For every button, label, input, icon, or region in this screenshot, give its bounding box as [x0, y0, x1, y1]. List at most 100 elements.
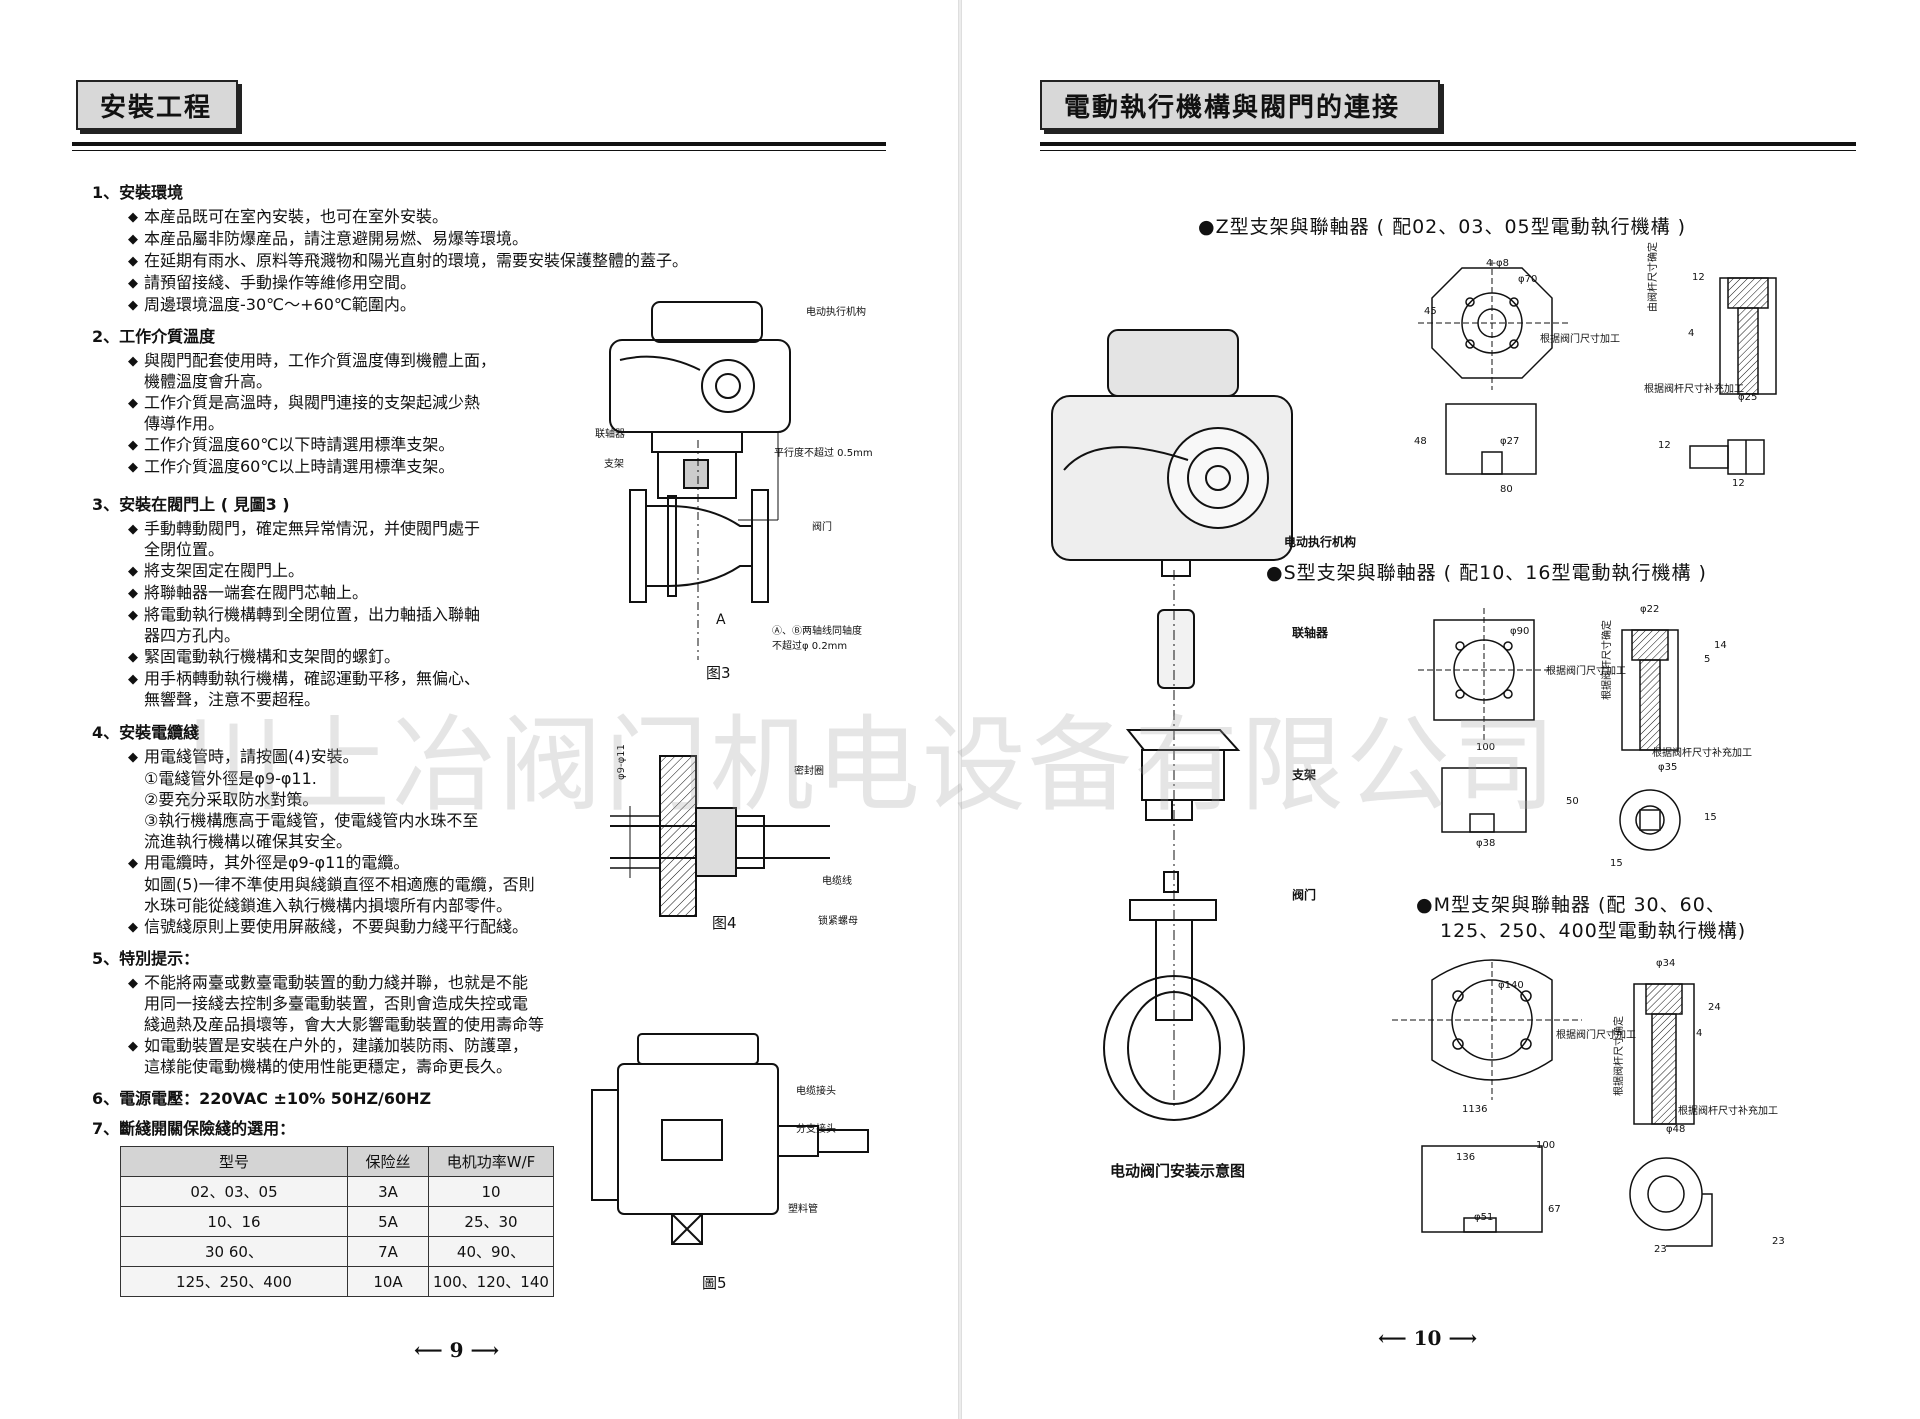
sub-item: ②要充分采取防水對策。	[144, 790, 319, 809]
list-item: ◆請預留接綫、手動操作等維修用空間。	[128, 273, 417, 292]
table-header-row: 型号 保险丝 电机功率W/F	[120, 1146, 554, 1177]
figure-5-diagram	[591, 1033, 869, 1245]
fig3-parallel-label: 平行度不超过 0.5mm	[774, 448, 873, 459]
list-item: ◆周邊環境溫度-30℃～+60℃範圍内。	[128, 295, 416, 314]
sub-item: ①電綫管外徑是φ9-φ11.	[144, 769, 317, 788]
column-header: 保险丝	[347, 1146, 429, 1177]
m-height-67: 67	[1548, 1204, 1561, 1215]
sub-item: ③執行機構應高于電綫管，使電綫管内水珠不至 流進執行機構以確保其安全。	[144, 811, 479, 851]
fig3-coupling-label: 联轴器	[595, 429, 625, 440]
z-bracket-drawing	[1418, 260, 1777, 475]
z-holes-label: 4-φ8	[1486, 258, 1509, 269]
list-item: ◆不能將兩臺或數臺電動裝置的動力綫并聯，也就是不能 用同一接綫去控制多臺電動裝置…	[128, 973, 545, 1034]
m-width-label: 1136	[1462, 1104, 1488, 1115]
s-dim-5: 5	[1704, 654, 1711, 665]
page-title: 電動執行機構與閥門的連接	[1040, 80, 1440, 130]
s-side-note: 根据阀杆尺寸确定	[1602, 620, 1613, 700]
column-header: 电机功率W/F	[428, 1146, 554, 1177]
z-shaft-note: 根据阀杆尺寸补充加工	[1644, 384, 1744, 395]
fig3-actuator-label: 电动执行机构	[806, 307, 866, 318]
section-medium-temperature: 2、工作介質溫度 ◆與閥門配套使用時，工作介質溫度傳到機體上面， 機體溫度會升高…	[92, 326, 496, 478]
fig5-branch-label: 分支接头	[796, 1124, 836, 1135]
header-rule-thin	[1040, 150, 1856, 151]
actuator-body	[609, 339, 791, 433]
section-heading: 3、安裝在閥門上 ( 見圖3 )	[92, 495, 290, 514]
assembly-bracket-label: 支架	[1292, 768, 1317, 782]
list-item: ◆工作介質溫度60℃以上時請選用標準支架。	[128, 457, 455, 476]
z-stem-note: 根据阀门尺寸加工	[1540, 334, 1620, 345]
z-bracket-heading: ●Z型支架與聯軸器 ( 配02、03、05型電動執行機構 )	[1198, 216, 1687, 238]
s-shaft-dia: φ35	[1658, 762, 1678, 773]
s-dim-15b: 15	[1610, 858, 1623, 869]
z-pcd-label: φ70	[1518, 274, 1538, 285]
s-stem-note: 根据阀门尺寸加工	[1546, 666, 1626, 677]
list-item: ◆與閥門配套使用時，工作介質溫度傳到機體上面， 機體溫度會升高。	[128, 351, 497, 391]
fig3-caption: 图3	[706, 664, 731, 682]
left-page: 安裝工程 1、安裝環境 ◆本産品既可在室內安裝，也可在室外安裝。 ◆本産品屬非防…	[0, 0, 958, 1419]
section-heading: 2、工作介質溫度	[92, 327, 216, 346]
book-spine	[958, 0, 962, 1419]
m-bore-label: φ51	[1474, 1212, 1494, 1223]
m-bracket-heading-line1: ●M型支架與聯軸器 (配 30、60、	[1416, 894, 1726, 916]
s-bore-label: φ38	[1476, 838, 1496, 849]
m-dim-24: 24	[1708, 1002, 1721, 1013]
m-dim-100: 100	[1536, 1140, 1556, 1151]
right-page: 電動執行機構與閥門的連接 ●Z型支架與聯軸器 ( 配02、03、05型電動執行機…	[962, 0, 1920, 1419]
fig4-nut-label: 锁紧螺母	[818, 916, 858, 927]
assembly-valve-label: 阀门	[1292, 888, 1317, 902]
z-bore-label: φ27	[1500, 436, 1520, 447]
assembly-actuator-label: 电动执行机构	[1284, 535, 1357, 549]
m-side-note: 根据阀杆尺寸确定	[1614, 1016, 1625, 1096]
m-shaft-note: 根据阀杆尺寸补充加工	[1678, 1106, 1778, 1117]
z-dim-4: 4	[1688, 328, 1695, 339]
assembly-diagram	[1051, 329, 1293, 1121]
column-header: 型号	[120, 1146, 348, 1177]
figure-4-diagram	[610, 755, 830, 917]
m-pcd-label: φ140	[1498, 980, 1524, 991]
actuator-top	[651, 301, 763, 343]
header-rule-thin	[72, 150, 886, 151]
s-pcd-label: φ90	[1510, 626, 1530, 637]
s-dim-15a: 15	[1704, 812, 1717, 823]
page-number: ⟵ 9 ⟶	[414, 1338, 500, 1362]
m-dim-23b: 23	[1772, 1236, 1785, 1247]
section-heading: 1、安裝環境	[92, 183, 184, 202]
s-dim-14: 14	[1714, 640, 1727, 651]
list-item: ◆本産品屬非防爆産品，請注意避開易燃、易爆等環境。	[128, 229, 529, 248]
m-stem-note: 根据阀门尺寸加工	[1556, 1030, 1636, 1041]
section-valve-install: 3、安裝在閥門上 ( 見圖3 ) ◆手動轉動閥門，確定無异常情況，并使閥門處于 …	[92, 494, 480, 710]
section-cable: 4、安裝電纜綫 ◆用電綫管時，請按圖(4)安裝。 ①電綫管外徑是φ9-φ11. …	[92, 722, 535, 938]
list-item: ◆信號綫原則上要使用屏蔽綫，不要與動力綫平行配綫。	[128, 917, 529, 936]
section-environment: 1、安裝環境 ◆本産品既可在室內安裝，也可在室外安裝。 ◆本産品屬非防爆産品，請…	[92, 182, 688, 316]
s-bracket-heading: ●S型支架與聯軸器 ( 配10、16型電動執行機構 )	[1266, 562, 1707, 584]
list-item: ◆用電綫管時，請按圖(4)安裝。	[128, 747, 359, 766]
fig4-seal-label: 密封圈	[794, 766, 824, 777]
header-rule-thick	[1040, 142, 1856, 146]
z-side-note: 由阀杆尺寸确定	[1648, 242, 1659, 312]
fig3-axis-mark: A	[716, 612, 726, 628]
fig3-valve-label: 阀门	[812, 522, 832, 533]
company-watermark: 川上冶阀门机电设备有限公司	[180, 704, 1559, 826]
fig5-cable-head-label: 电缆接头	[796, 1086, 836, 1097]
m-shaft-dia: φ48	[1666, 1124, 1686, 1135]
z-dim-12c: 12	[1732, 478, 1745, 489]
z-angle-label: 45	[1424, 306, 1437, 317]
power-voltage: 6、電源電壓：220VAC ±10% 50HZ/60HZ	[92, 1089, 432, 1108]
fig5-caption: 圖5	[702, 1274, 727, 1292]
m-bracket-heading-line2: 125、250、400型電動執行機構)	[1440, 920, 1747, 942]
header-rule-thick	[72, 142, 886, 146]
z-height-label: 48	[1414, 436, 1427, 447]
z-dim-12a: 12	[1692, 272, 1705, 283]
bracket-shape	[657, 451, 737, 499]
list-item: ◆工作介質溫度60℃以下時請選用標準支架。	[128, 435, 455, 454]
list-item: ◆用手柄轉動執行機構，確認運動平移，無偏心、 無響聲，注意不要超程。	[128, 669, 481, 709]
figure-3-diagram	[609, 301, 791, 660]
s-width-label: 100	[1476, 742, 1496, 753]
list-item: ◆將聯軸器一端套在閥門芯軸上。	[128, 583, 369, 602]
fig4-caption: 图4	[712, 914, 737, 932]
fig4-cable-label: 电缆线	[822, 876, 852, 887]
